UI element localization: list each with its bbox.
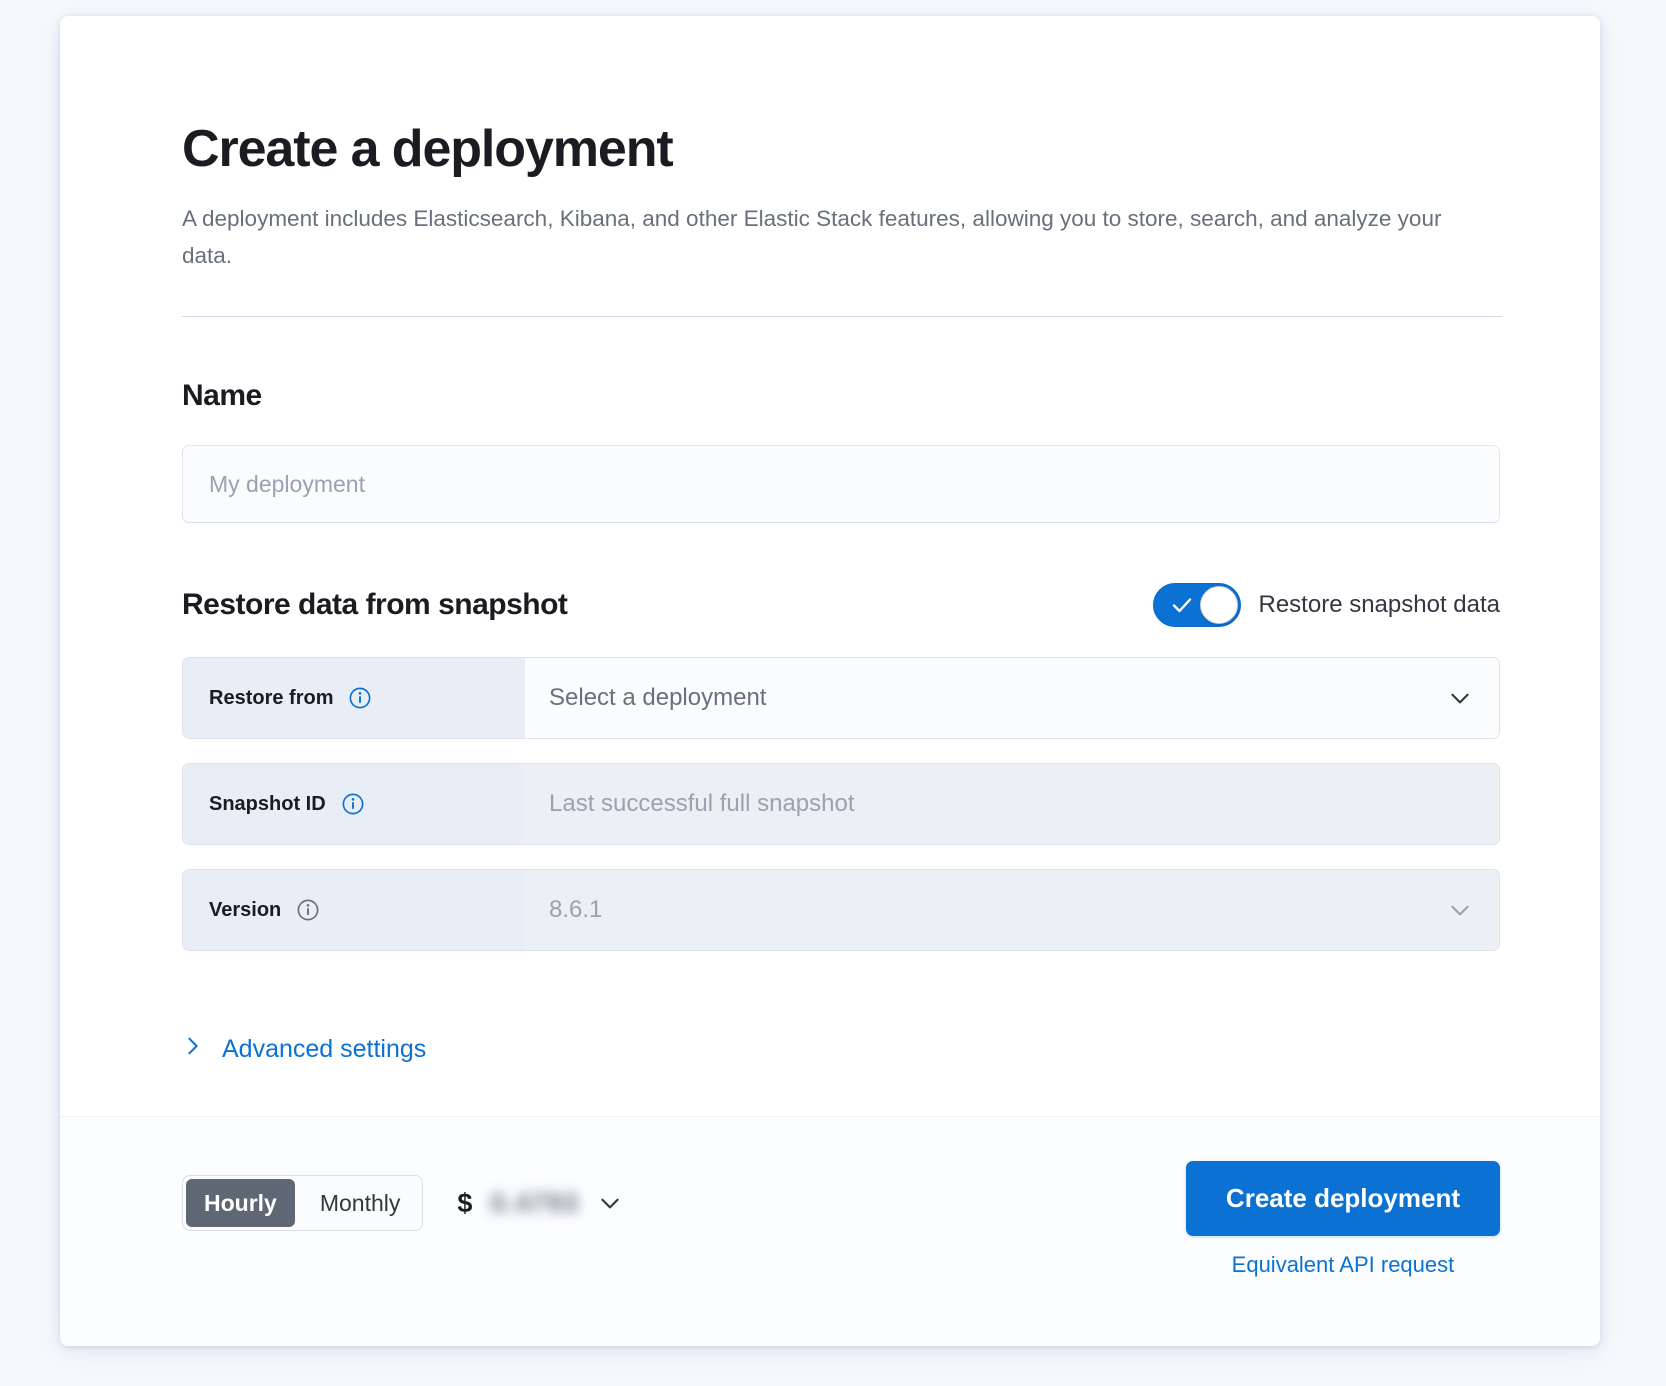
row-restore-from-label: Restore from — [209, 686, 334, 709]
advanced-settings-label: Advanced settings — [222, 1035, 427, 1064]
create-deployment-button[interactable]: Create deployment — [1185, 1161, 1500, 1236]
info-icon[interactable] — [297, 899, 319, 921]
row-version-label: Version — [209, 898, 282, 921]
chevron-down-icon[interactable] — [1447, 685, 1473, 711]
billing-period-segmented-control[interactable]: Hourly Monthly — [182, 1175, 424, 1231]
row-version-label-cell: Version — [183, 870, 525, 951]
info-icon[interactable] — [342, 793, 364, 815]
footer-right: Create deployment Equivalent API request — [1185, 1161, 1502, 1278]
deployment-name-placeholder: My deployment — [209, 470, 365, 497]
check-icon — [1172, 598, 1191, 613]
advanced-settings-toggle[interactable]: Advanced settings — [182, 1035, 426, 1064]
restore-section-title: Restore data from snapshot — [182, 588, 568, 622]
deployment-name-input[interactable]: My deployment — [182, 445, 1500, 524]
row-snapshot-id: Snapshot ID Last successful full snapsho… — [182, 763, 1500, 846]
row-snapshot-id-value-cell: Last successful full snapshot — [525, 764, 1499, 845]
billing-option-monthly[interactable]: Monthly — [319, 1189, 401, 1216]
restore-toggle-wrap[interactable]: Restore snapshot data — [1152, 583, 1501, 628]
price-currency: $ — [457, 1187, 473, 1218]
row-version: Version 8.6.1 — [182, 869, 1500, 952]
equivalent-api-request-link[interactable]: Equivalent API request — [1231, 1252, 1455, 1277]
row-restore-from-value: Select a deployment — [549, 684, 767, 712]
restore-form-rows: Restore from Select a deployment — [182, 657, 1502, 952]
restore-section-header: Restore data from snapshot Restore snaps… — [182, 583, 1501, 628]
billing-option-hourly[interactable]: Hourly — [186, 1179, 295, 1227]
price-amount: 0.4793 — [490, 1187, 580, 1218]
row-snapshot-id-label-cell: Snapshot ID — [183, 764, 525, 845]
row-restore-from-label-cell: Restore from — [183, 658, 525, 739]
toggle-knob — [1199, 586, 1238, 625]
card-footer: Hourly Monthly $ 0.4793 Create deploymen… — [60, 1116, 1600, 1346]
chevron-down-icon[interactable] — [597, 1190, 623, 1216]
row-restore-from[interactable]: Restore from Select a deployment — [182, 657, 1500, 740]
create-deployment-card: Create a deployment A deployment include… — [60, 16, 1600, 1346]
name-section-title: Name — [182, 379, 262, 413]
chevron-right-icon — [182, 1035, 204, 1064]
chevron-down-icon — [1447, 897, 1473, 923]
name-section: Name My deployment — [182, 379, 1502, 524]
row-version-value-cell: 8.6.1 — [525, 870, 1499, 951]
price-display[interactable]: $ 0.4793 — [457, 1188, 623, 1219]
footer-left: Hourly Monthly $ 0.4793 — [182, 1161, 623, 1231]
header-divider — [182, 316, 1502, 318]
row-restore-from-value-cell[interactable]: Select a deployment — [525, 658, 1499, 739]
info-icon[interactable] — [349, 687, 371, 709]
row-version-value: 8.6.1 — [549, 896, 603, 924]
page-title: Create a deployment — [182, 120, 674, 178]
page-subtitle: A deployment includes Elasticsearch, Kib… — [182, 206, 1442, 269]
restore-toggle-label: Restore snapshot data — [1258, 591, 1501, 619]
restore-snapshot-toggle[interactable] — [1152, 583, 1241, 628]
row-snapshot-id-label: Snapshot ID — [209, 792, 326, 815]
card-body: Create a deployment A deployment include… — [60, 16, 1600, 1116]
row-snapshot-id-value: Last successful full snapshot — [549, 790, 855, 818]
